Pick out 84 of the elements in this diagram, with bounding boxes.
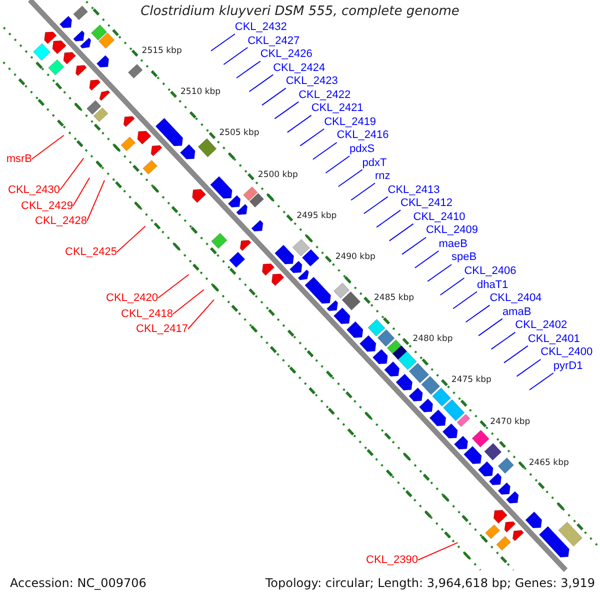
gene-label: CKL_2402	[515, 319, 568, 332]
gene-label: CKL_2390	[366, 554, 418, 566]
gene-label: amaB	[502, 306, 532, 319]
scale-label: 2470 kbp	[490, 416, 530, 427]
gene-label: CKL_2413	[388, 184, 440, 197]
scale-label: 2480 kbp	[412, 334, 453, 344]
leader-line	[414, 250, 440, 268]
leader-line	[363, 196, 388, 214]
gene-label: CKL_2401	[528, 332, 580, 346]
gene-label: CKL_2422	[298, 88, 351, 102]
gene-label: CKL_2400	[540, 346, 593, 360]
leader-line	[172, 289, 204, 314]
gene-label: CKL_2429	[21, 200, 73, 212]
gene-label: pyrD1	[553, 360, 583, 373]
scale-label: 2465 kbp	[528, 458, 569, 468]
gene-label: CKL_2404	[490, 292, 542, 306]
scale-label: 2505 kbp	[219, 128, 260, 138]
scale-label: 2510 kbp	[180, 87, 221, 98]
footer-text: Topology: circular; Length: 3,964,618 bp; Genes: 3,919	[265, 576, 595, 590]
leader-line	[338, 169, 363, 187]
gene-label: CKL_2409	[426, 224, 478, 238]
scale-label: 2500 kbp	[258, 170, 298, 180]
leader-line	[440, 278, 465, 296]
leader-line	[236, 60, 261, 78]
leader-line	[490, 332, 516, 350]
leader-line	[86, 180, 105, 222]
footer-text: Accession: NC_009706	[10, 576, 146, 590]
leader-line	[465, 304, 490, 323]
gene-label: CKL_2424	[273, 62, 326, 75]
leader-line	[350, 182, 376, 201]
leader-line	[516, 358, 542, 377]
leader-line	[32, 134, 64, 160]
leader-line	[504, 345, 528, 364]
leader-line	[402, 236, 426, 255]
leader-line	[188, 299, 214, 330]
gene-label: maeB	[438, 238, 468, 251]
scale-label: 2495 kbp	[296, 210, 337, 221]
gene-label: CKL_2418	[121, 308, 173, 320]
leader-line	[60, 158, 84, 190]
leader-line	[529, 372, 554, 390]
gene-label: CKL_2430	[8, 184, 60, 196]
leader-line	[262, 88, 286, 106]
gene-label: CKL_2410	[413, 210, 466, 224]
gene-label: pdxS	[350, 143, 375, 156]
scale-label: 2475 kbp	[451, 375, 492, 386]
gene-label: CKL_2420	[106, 292, 158, 304]
gene-label: CKL_2416	[336, 129, 389, 142]
gene-label: CKL_2427	[248, 34, 300, 48]
leader-line	[312, 142, 338, 160]
gene-label: dhaT1	[476, 278, 508, 292]
gene-label: msrB	[6, 152, 32, 166]
gene-label: rnz	[375, 170, 390, 184]
leader-line	[158, 274, 190, 298]
leader-line	[478, 318, 503, 336]
gene-label: CKL_2412	[400, 197, 452, 210]
gene-label: CKL_2425	[65, 246, 117, 258]
leader-line	[274, 101, 300, 120]
leader-line	[418, 542, 458, 560]
gene-label: CKL_2421	[311, 102, 364, 116]
leader-line	[286, 114, 312, 133]
gene-label: CKL_2428	[35, 214, 87, 228]
gene-label: CKL_2419	[324, 116, 376, 129]
leader-line	[452, 291, 478, 310]
leader-line	[210, 34, 236, 52]
leader-line	[116, 226, 146, 252]
leader-line	[223, 47, 248, 65]
leader-line	[376, 210, 401, 228]
leader-line	[388, 223, 414, 242]
leader-line	[248, 74, 274, 92]
gene-label: CKL_2426	[260, 48, 312, 62]
scale-label: 2515 kbp	[142, 46, 182, 56]
leader-line	[72, 177, 90, 206]
title: Clostridium kluyveri DSM 555, complete genome	[140, 4, 460, 19]
leader-line	[300, 128, 325, 146]
gene-label: CKL_2423	[286, 75, 338, 88]
leader-line	[427, 264, 452, 282]
gene-label: pdxT	[362, 156, 387, 170]
scale-label: 2485 kbp	[374, 293, 414, 304]
leader-line	[325, 156, 350, 174]
gene-label: CKL_2432	[234, 20, 287, 34]
gene-label: CKL_2406	[464, 265, 516, 278]
scale-label: 2490 kbp	[335, 252, 376, 262]
gene-label: CKL_2417	[136, 322, 188, 336]
gene-label: speB	[451, 251, 477, 264]
